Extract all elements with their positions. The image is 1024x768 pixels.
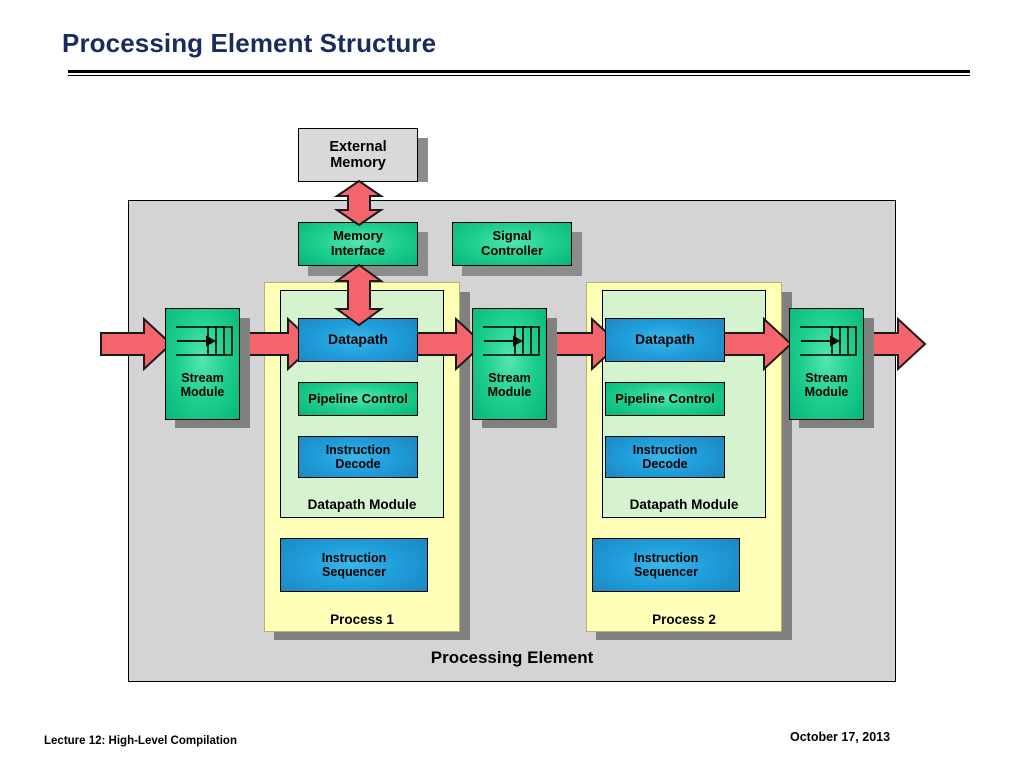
datapath2-to-stream3-arrow: [720, 316, 793, 372]
instruction-decode-1-box[interactable]: Instruction Decode: [298, 436, 418, 478]
memory-interface-label-line1: Memory: [333, 228, 383, 244]
instruction-decode-2-label-line1: Instruction: [632, 443, 698, 457]
process-1-label: Process 1: [330, 612, 394, 627]
stream-module-2-label-line1: Stream: [488, 371, 531, 385]
process-2-label: Process 2: [652, 612, 716, 627]
fifo-queue-icon: [174, 321, 234, 366]
pipeline-control-2-label: Pipeline Control: [615, 390, 715, 406]
instruction-sequencer-1-box[interactable]: Instruction Sequencer: [280, 538, 428, 592]
footer-lecture-label: Lecture 12: High-Level Compilation: [44, 735, 237, 747]
signal-controller-label-line1: Signal: [492, 228, 532, 244]
divider-thick-line: [68, 70, 970, 73]
stream-module-2-box[interactable]: Stream Module: [472, 308, 547, 420]
stream-module-3-label-line1: Stream: [805, 371, 848, 385]
pipeline-control-1-label: Pipeline Control: [308, 390, 408, 406]
stream-module-1-box[interactable]: Stream Module: [165, 308, 240, 420]
memory-interface-label-line2: Interface: [330, 243, 386, 258]
stream-module-3-label: Stream Module: [790, 371, 863, 400]
instruction-sequencer-2-label-line2: Sequencer: [634, 565, 698, 579]
signal-controller-label-line2: Controller: [480, 243, 544, 258]
stream-module-3-box[interactable]: Stream Module: [789, 308, 864, 420]
fifo-queue-icon: [798, 321, 858, 366]
fifo-queue-icon: [481, 321, 541, 366]
datapath-module-1-label: Datapath Module: [307, 497, 417, 512]
datapath-1-label: Datapath: [328, 331, 388, 348]
divider-thin-line: [68, 75, 970, 76]
title-divider: [68, 70, 970, 76]
signal-controller-box[interactable]: Signal Controller: [452, 222, 572, 266]
stream-module-1-label: Stream Module: [166, 371, 239, 400]
instruction-decode-1-label-line2: Decode: [335, 457, 381, 471]
stream-in-arrow: [100, 316, 173, 372]
instruction-sequencer-2-label-line1: Instruction: [633, 551, 699, 565]
footer-date-label: October 17, 2013: [790, 730, 891, 744]
stream-module-3-label-line2: Module: [804, 385, 849, 400]
instruction-decode-1-label-line1: Instruction: [325, 443, 391, 457]
external-memory-arrow: [333, 179, 385, 227]
datapath-module-2-label: Datapath Module: [629, 497, 739, 512]
stream-module-1-label-line2: Module: [180, 385, 225, 400]
memory-interface-to-datapath-arrow: [333, 263, 385, 327]
page-title: Processing Element Structure: [62, 28, 437, 58]
pipeline-control-2-box[interactable]: Pipeline Control: [605, 382, 725, 416]
external-memory-box[interactable]: External Memory: [298, 128, 418, 182]
instruction-sequencer-1-label-line2: Sequencer: [322, 565, 386, 579]
processing-element-label: Processing Element: [430, 648, 594, 667]
stream-module-2-label: Stream Module: [473, 371, 546, 400]
instruction-decode-2-box[interactable]: Instruction Decode: [605, 436, 725, 478]
datapath-2-box[interactable]: Datapath: [605, 318, 725, 362]
instruction-decode-2-label-line2: Decode: [642, 457, 688, 471]
pipeline-control-1-box[interactable]: Pipeline Control: [298, 382, 418, 416]
instruction-sequencer-1-label-line1: Instruction: [321, 551, 387, 565]
datapath1-to-stream2-arrow: [412, 316, 485, 372]
instruction-sequencer-2-box[interactable]: Instruction Sequencer: [592, 538, 740, 592]
external-memory-label-line2: Memory: [330, 155, 386, 171]
datapath-2-label: Datapath: [635, 331, 695, 348]
external-memory-label-line1: External: [329, 138, 387, 155]
memory-interface-box[interactable]: Memory Interface: [298, 222, 418, 266]
stream-module-1-label-line1: Stream: [181, 371, 224, 385]
stream-module-2-label-line2: Module: [487, 385, 532, 400]
